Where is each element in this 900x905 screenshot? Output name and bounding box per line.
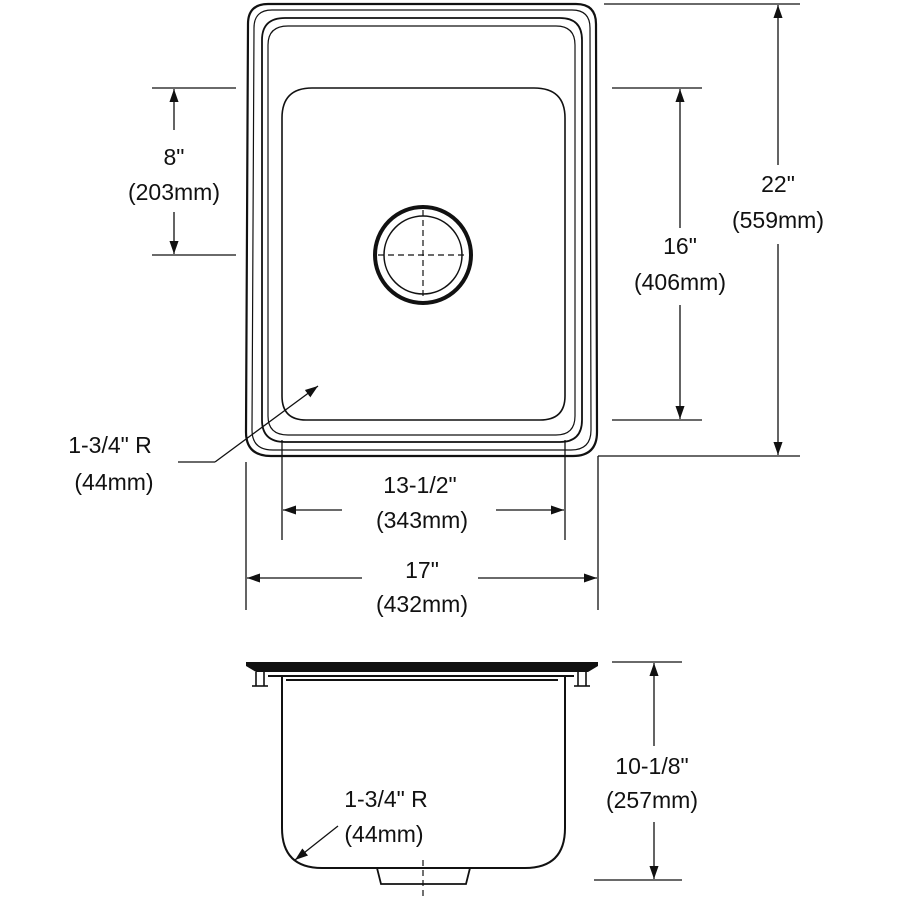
dimension-bowl-height-metric: (257mm) [606, 787, 698, 813]
dimension-bowl-height-imperial: 10-1/8" [615, 753, 688, 779]
dimension-bowl-length-imperial: 8" [164, 144, 185, 170]
dimension-corner-radius-side-metric: (44mm) [344, 821, 423, 847]
dimension-corner-radius-top-metric: (44mm) [74, 469, 153, 495]
dimension-bowl-height: 10-1/8" (257mm) [594, 661, 698, 881]
mounting-clip-right-icon [574, 672, 590, 687]
dimension-overall-length-metric: (559mm) [732, 207, 824, 233]
dimension-corner-radius-top-imperial: 1-3/4" R [68, 432, 152, 458]
dimension-corner-radius-side: 1-3/4" R (44mm) [294, 786, 428, 861]
drain-icon [373, 205, 473, 305]
dimension-bowl-width-imperial: 13-1/2" [383, 472, 456, 498]
dimension-overall-width-imperial: 17" [405, 557, 439, 583]
dimension-bowl-length-metric: (203mm) [128, 179, 220, 205]
dimension-overall-width: 17" (432mm) [245, 462, 597, 617]
sink-side-view [246, 662, 598, 900]
dimension-bowl-width: 13-1/2" (343mm) [281, 440, 566, 540]
sink-top-view [244, 2, 599, 458]
dimension-overall-length: 22" (559mm) [597, 3, 824, 610]
mounting-clip-left-icon [252, 672, 268, 687]
dimension-bowl-width-metric: (343mm) [376, 507, 468, 533]
dimension-bowl-depth-inner-imperial: 16" [663, 233, 697, 259]
dimension-bowl-depth-inner: 16" (406mm) [612, 87, 726, 421]
dimension-corner-radius-side-imperial: 1-3/4" R [344, 786, 428, 812]
dimension-overall-length-imperial: 22" [761, 171, 795, 197]
dimension-overall-width-metric: (432mm) [376, 591, 468, 617]
dimension-bowl-length: 8" (203mm) [128, 87, 236, 256]
dimension-bowl-depth-inner-metric: (406mm) [634, 269, 726, 295]
dimension-corner-radius-top: 1-3/4" R (44mm) [68, 385, 319, 495]
